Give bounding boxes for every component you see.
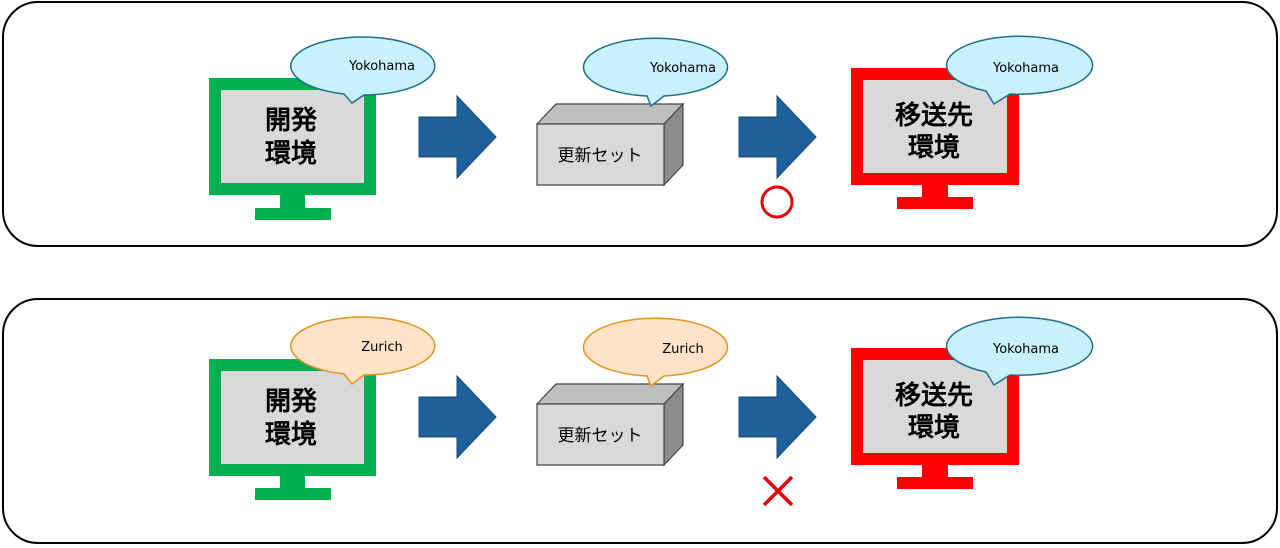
update-set-label: 更新セット <box>558 426 643 446</box>
dev-environment-monitor: 開発 環境 <box>209 78 376 220</box>
dev-version-label: Yokohama <box>348 59 415 74</box>
update-set-label: 更新セット <box>558 146 643 166</box>
dev-env-label-line2: 環境 <box>265 138 317 169</box>
target-env-label-line1: 移送先 <box>895 381 973 411</box>
monitor-base <box>897 197 973 209</box>
monitor-base <box>255 488 331 500</box>
target-version-label: Yokohama <box>992 342 1059 357</box>
update-set-box: 更新セット <box>535 382 685 467</box>
monitor-screen <box>863 80 1007 173</box>
bubble-shape <box>290 36 436 104</box>
speech-bubble: Yokohama <box>945 35 1094 106</box>
dev-env-label-line1: 開発 <box>265 387 318 417</box>
monitor-neck <box>922 185 948 197</box>
right-arrow-icon <box>418 374 497 460</box>
monitor-neck <box>922 465 948 477</box>
monitor-base <box>897 477 973 489</box>
target-environment-monitor: 移送先 環境 <box>851 348 1019 489</box>
right-arrow-icon <box>738 94 817 180</box>
speech-bubble: Yokohama <box>582 37 729 108</box>
update-set-version-label: Zurich <box>662 342 704 357</box>
update-set-version-label: Yokohama <box>649 61 716 76</box>
row-match: 開発 環境 Yokohama 更新セット Yokohama <box>209 35 1094 220</box>
box-front <box>536 123 665 186</box>
monitor-screen <box>863 360 1007 453</box>
box-front <box>536 403 665 466</box>
row-mismatch: 開発 環境 Zurich 更新セット Zurich <box>209 316 1094 507</box>
speech-bubble: Zurich <box>290 316 436 386</box>
target-env-label-line2: 環境 <box>908 132 960 163</box>
bubble-shape <box>945 316 1094 387</box>
dev-env-label-line2: 環境 <box>265 419 317 450</box>
bubble-shape <box>945 35 1094 106</box>
right-arrow-icon <box>738 374 817 460</box>
monitor-base <box>255 208 331 220</box>
right-arrow-icon <box>418 94 497 180</box>
monitor-neck <box>280 195 305 208</box>
target-version-label: Yokohama <box>992 61 1059 76</box>
dev-version-label: Zurich <box>361 340 403 355</box>
box-top <box>535 383 685 405</box>
dev-env-label-line1: 開発 <box>265 106 318 136</box>
box-top <box>535 103 685 125</box>
target-env-label-line1: 移送先 <box>895 101 973 131</box>
speech-bubble: Yokohama <box>945 316 1094 387</box>
monitor-screen <box>221 90 364 183</box>
monitor-screen <box>221 371 364 464</box>
bubble-shape <box>582 317 729 388</box>
bubble-shape <box>290 316 436 386</box>
update-set-box: 更新セット <box>535 102 685 187</box>
ng-cross-icon <box>762 475 794 507</box>
speech-bubble: Zurich <box>582 317 729 388</box>
target-env-label-line2: 環境 <box>908 412 960 443</box>
speech-bubble: Yokohama <box>290 36 436 104</box>
monitor-neck <box>280 476 305 488</box>
ok-circle-icon <box>760 185 794 219</box>
bubble-shape <box>582 37 729 108</box>
